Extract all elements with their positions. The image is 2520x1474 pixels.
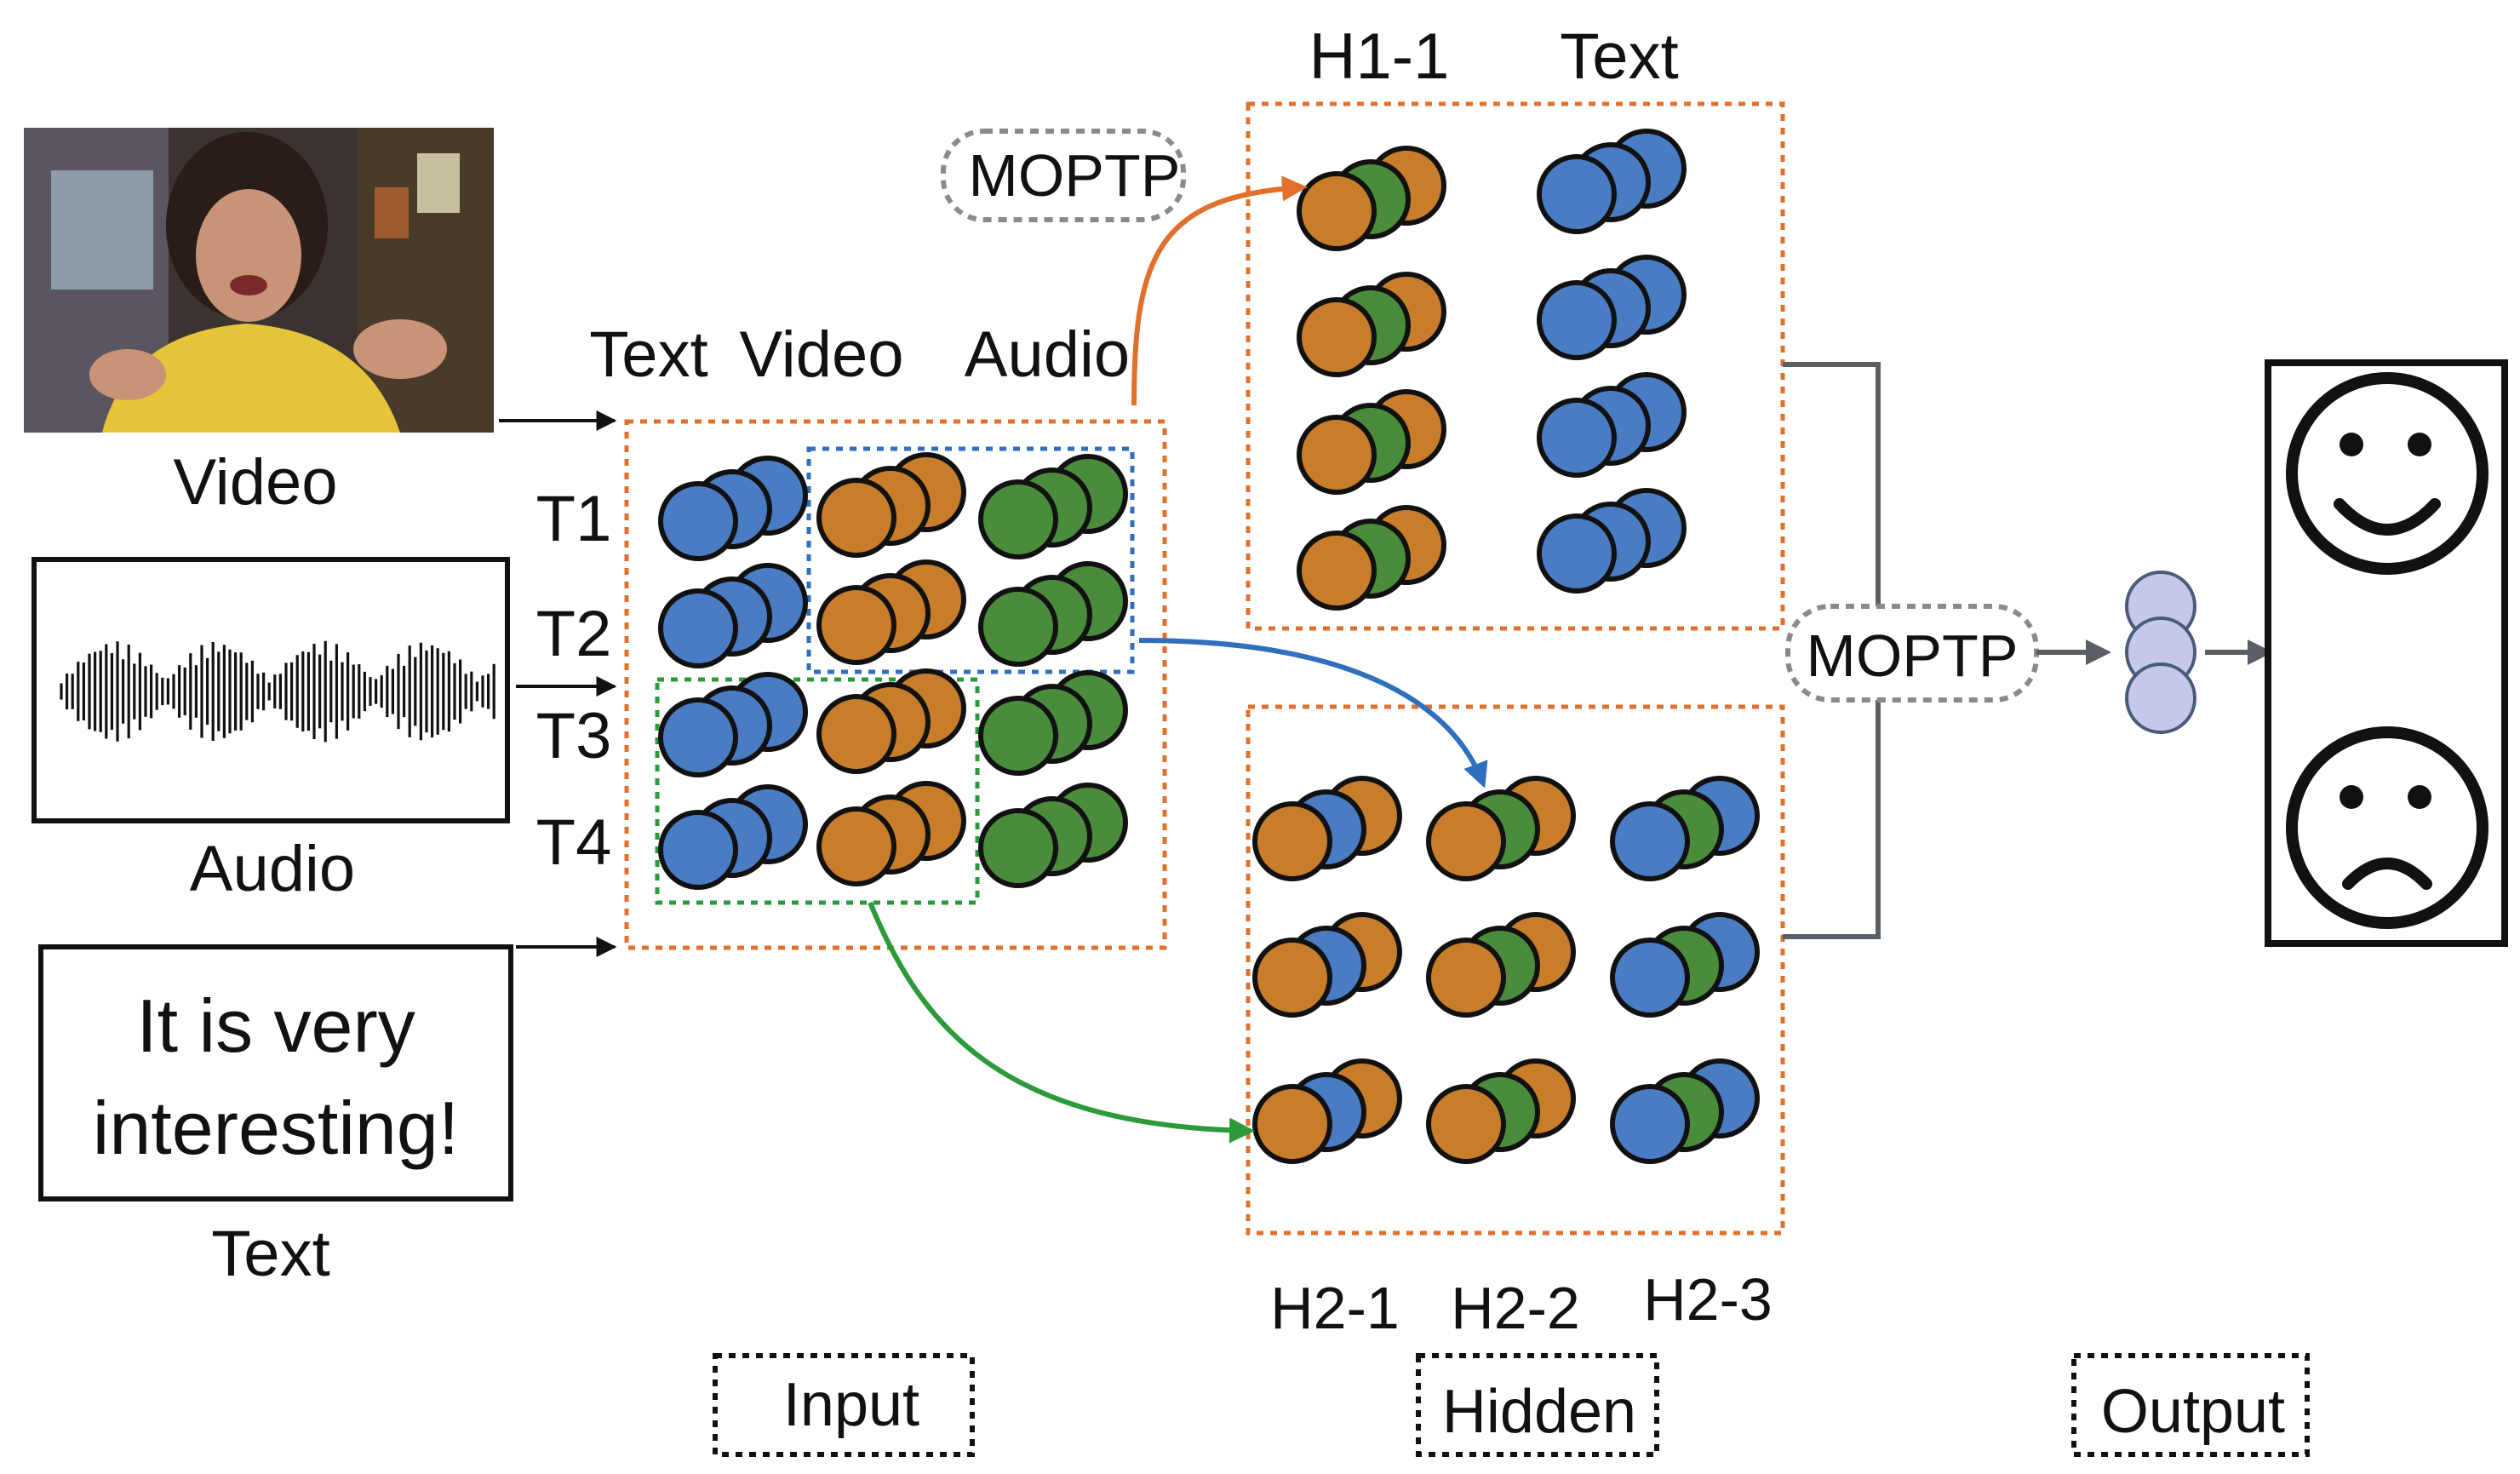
h2-3-row2-node-front — [1610, 938, 1690, 1018]
input-t1-video-node-front — [816, 478, 896, 558]
green-flow-arrow — [868, 901, 1255, 1144]
input-t4-video-node-front — [816, 806, 896, 886]
input-t2-video-node-front — [816, 585, 896, 665]
col-header-audio: Audio — [965, 318, 1130, 391]
video-label: Video — [173, 446, 337, 519]
hidden-1-node-grid — [1297, 129, 1687, 611]
h2-2-label: H2-2 — [1451, 1275, 1580, 1341]
h1-text-row4-node-front — [1537, 513, 1617, 594]
h1-text-row1-node-front — [1537, 154, 1617, 234]
text-sample-box — [38, 944, 513, 1202]
output-node-3 — [2125, 662, 2196, 734]
h2-3-row1-node-front — [1610, 801, 1690, 881]
h1-text-header: Text — [1560, 20, 1678, 93]
h1-1-row2-node-front — [1297, 297, 1377, 377]
h1-1-header: H1-1 — [1309, 20, 1450, 93]
input-t1-audio-node-front — [978, 479, 1058, 559]
text-sample-line1: It is very — [136, 984, 415, 1068]
output-node-stack — [2125, 571, 2196, 734]
h2-3-row3-node-front — [1610, 1084, 1690, 1164]
input-t3-text-node-front — [658, 697, 738, 777]
orange-flow-arrow — [1131, 175, 1308, 406]
h2-2-row2-node-front — [1426, 938, 1506, 1018]
h2-3-label: H2-3 — [1643, 1266, 1773, 1333]
text-sample-line2: interesting! — [93, 1086, 459, 1170]
video-frame — [24, 128, 494, 433]
h2-1-row2-node-front — [1252, 938, 1332, 1018]
input-t4-audio-node-front — [978, 808, 1058, 888]
time-label-t2: T2 — [536, 598, 612, 670]
input-t4-text-node-front — [658, 810, 738, 890]
h1-1-row3-node-front — [1297, 415, 1377, 495]
h2-1-label: H2-1 — [1270, 1275, 1400, 1341]
time-label-t4: T4 — [536, 806, 612, 879]
input-t1-text-node-front — [658, 481, 738, 561]
output-box — [2265, 359, 2508, 947]
input-t2-text-node-front — [658, 588, 738, 668]
h2-1-row3-node-front — [1252, 1084, 1332, 1164]
input-t3-video-node-front — [816, 694, 896, 774]
h1-1-row4-node-front — [1297, 531, 1377, 611]
section-output-box — [2071, 1353, 2310, 1457]
input-node-grid — [658, 452, 1128, 890]
time-label-t1: T1 — [536, 483, 612, 555]
sad-face-icon — [2286, 726, 2488, 929]
h2-2-row3-node-front — [1426, 1084, 1506, 1164]
blue-flow-arrow — [1138, 638, 1488, 789]
section-output-label: Output — [2101, 1378, 2285, 1446]
time-label-t3: T3 — [536, 700, 612, 772]
input-t2-audio-node-front — [978, 587, 1058, 667]
section-hidden-label: Hidden — [1442, 1378, 1636, 1446]
smiley-face-icon — [2286, 372, 2488, 575]
col-header-text: Text — [589, 318, 707, 391]
h2-1-row1-node-front — [1252, 801, 1332, 881]
h1-text-row3-node-front — [1537, 398, 1617, 478]
text-label: Text — [211, 1218, 329, 1290]
section-hidden-box — [1416, 1353, 1659, 1457]
video-audio-selection — [806, 446, 1135, 674]
hidden-2-frame — [1246, 704, 1785, 1236]
audio-waveform-icon — [60, 640, 495, 743]
h1-1-row1-node-front — [1297, 171, 1377, 251]
section-input-label: Input — [783, 1371, 919, 1439]
h2-2-row1-node-front — [1426, 801, 1506, 881]
moptp-top-pill — [941, 129, 1186, 222]
input-t3-audio-node-front — [978, 696, 1058, 776]
hidden-2-node-grid — [1252, 776, 1760, 1164]
section-input-box — [713, 1353, 975, 1457]
audio-label: Audio — [190, 833, 355, 905]
moptp-top-label: MOPTP — [969, 142, 1181, 209]
col-header-video: Video — [739, 318, 903, 391]
h1-text-row2-node-front — [1537, 280, 1617, 360]
moptp-mid-label: MOPTP — [1807, 622, 2019, 689]
